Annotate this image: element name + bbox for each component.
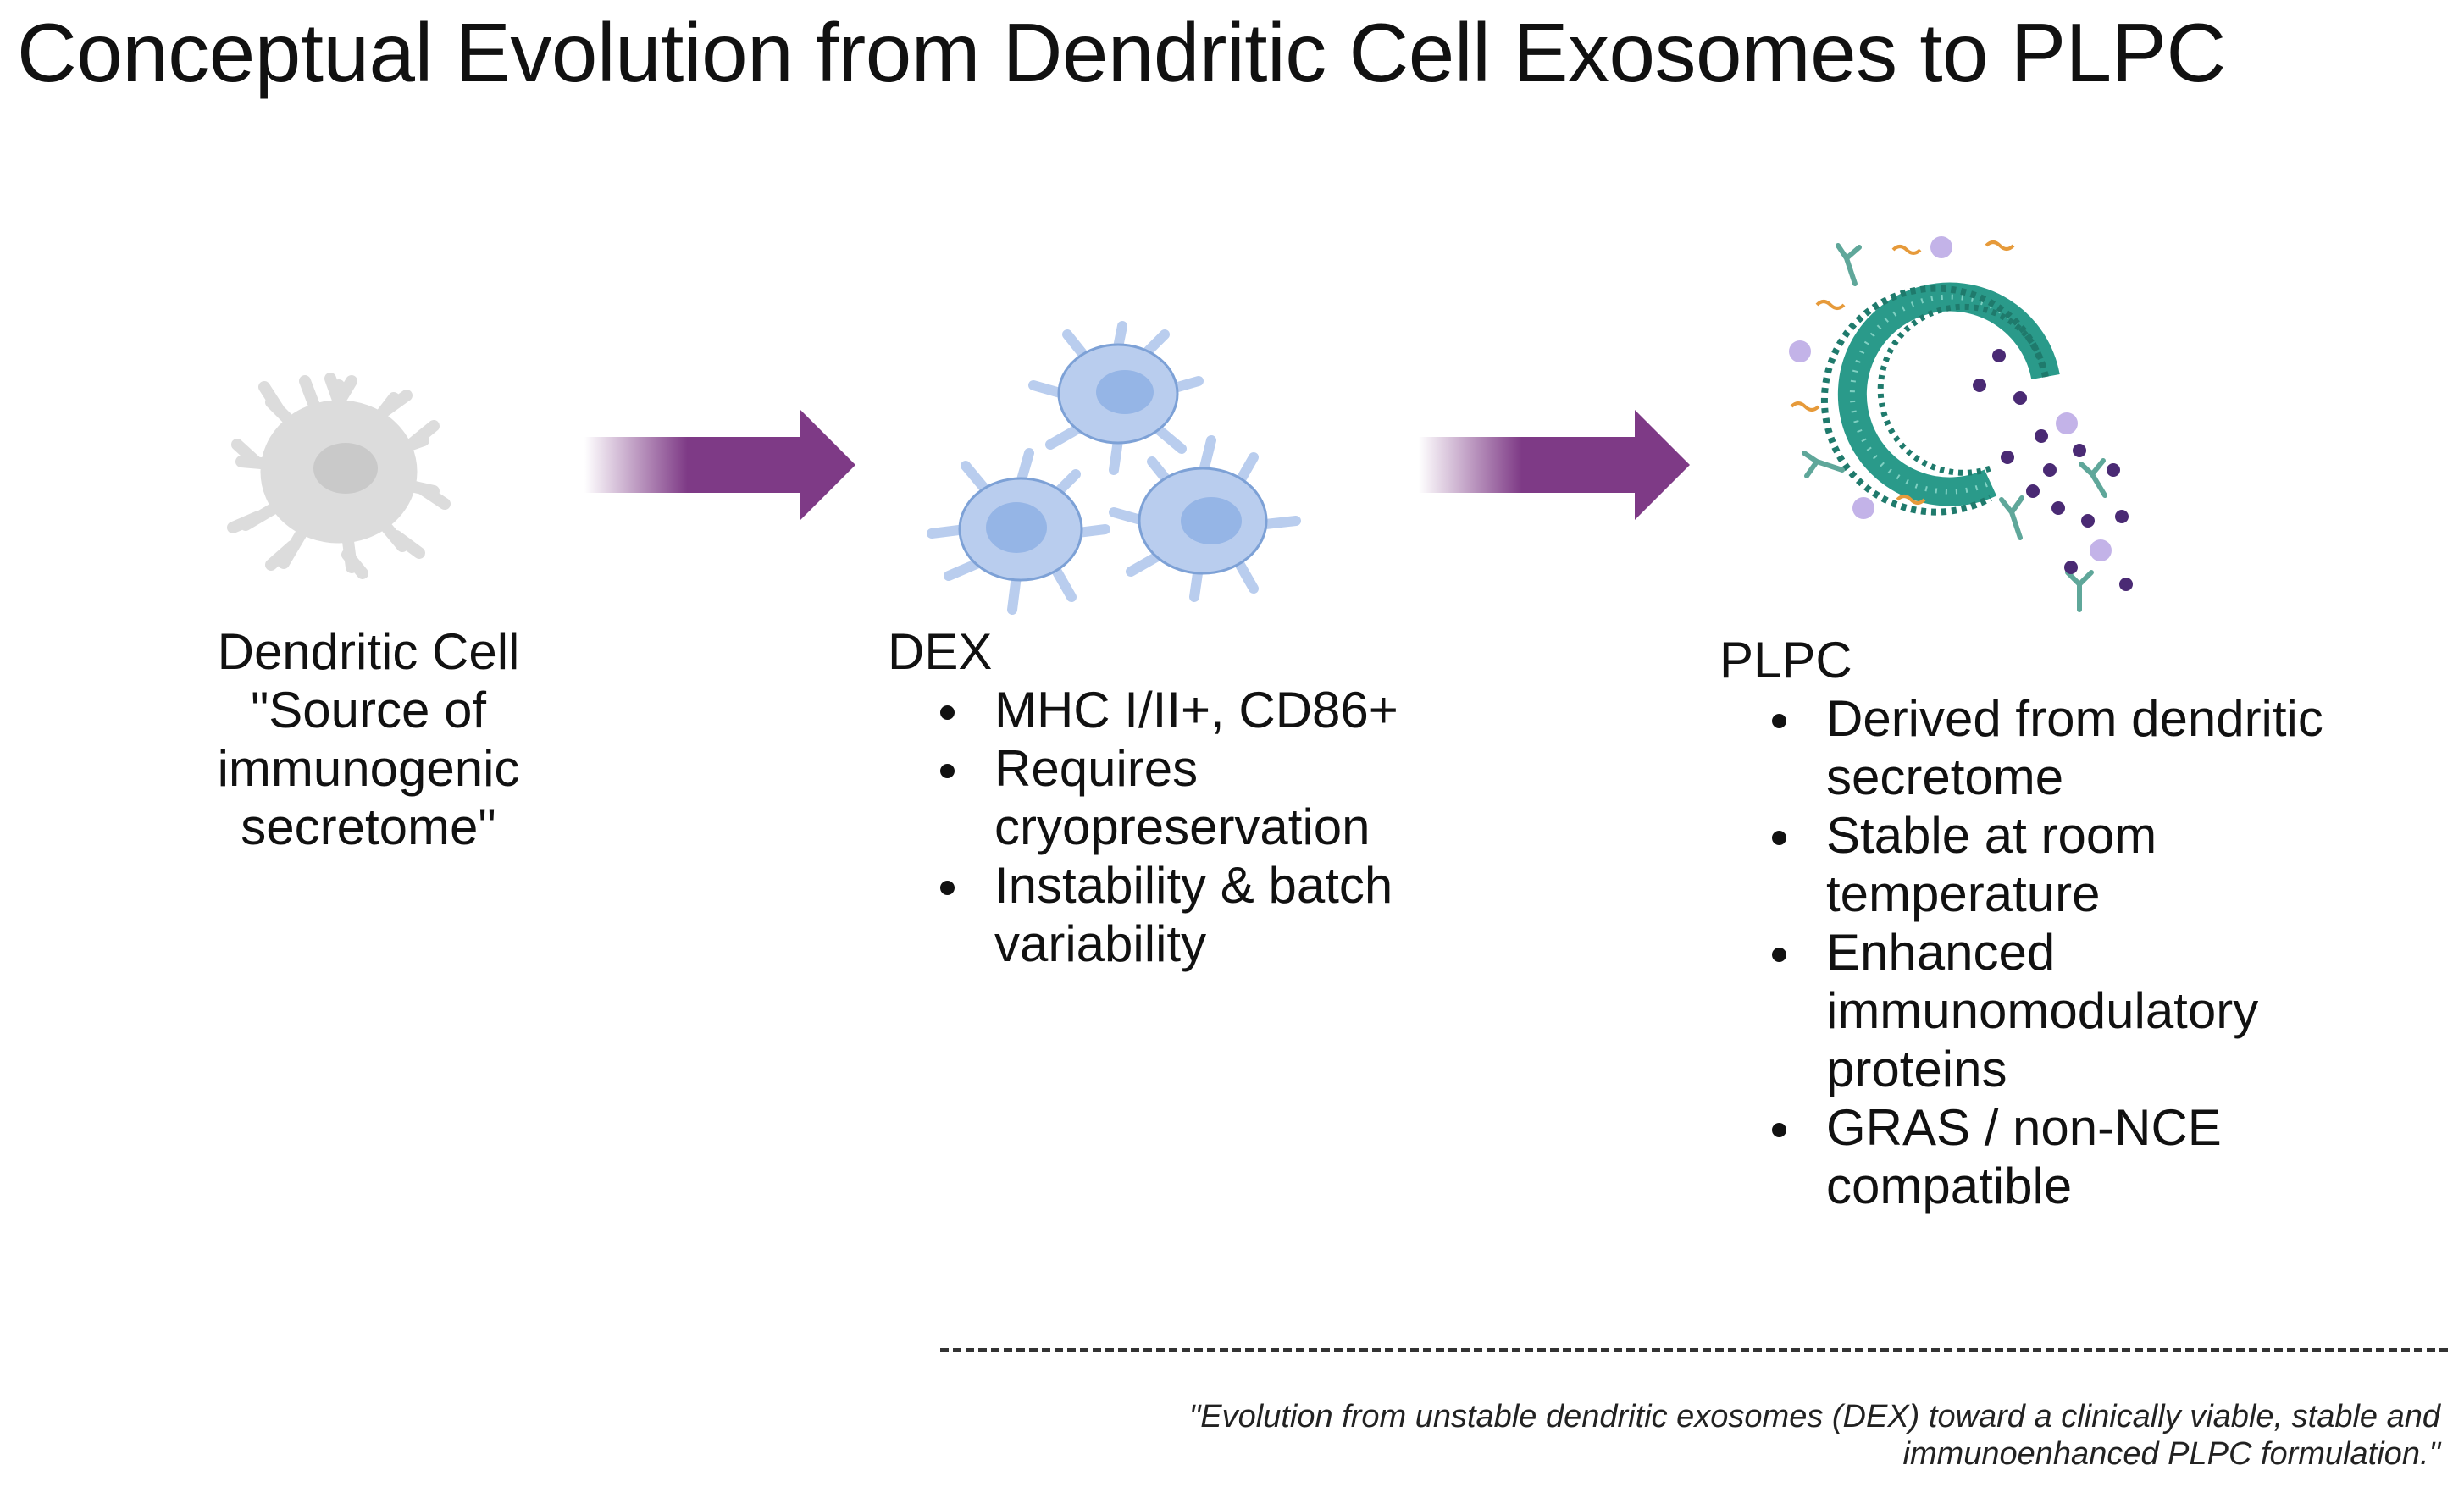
bullet-line: secretome [1826, 749, 2064, 805]
plpc-caption: PLPC Derived from dendritic secretome St… [1719, 631, 2439, 1215]
caption-line: immunogenic [217, 740, 520, 797]
dendritic-cell-caption: Dendritic Cell "Source of immunogenic se… [161, 622, 576, 856]
bullet-item: Requires cryopreservation [888, 739, 1481, 856]
figure-title: Conceptual Evolution from Dendritic Cell… [17, 6, 2226, 99]
bullet-item: MHC I/II+, CD86+ [888, 681, 1481, 739]
footnote-line: immunoenhanced PLPC formulation." [1902, 1436, 2441, 1472]
caption-line: "Source of [250, 682, 487, 738]
dendritic-cell-illustration [227, 373, 451, 579]
bullet-line: Instability & batch [994, 857, 1393, 914]
bullet-line: GRAS / non-NCE [1826, 1099, 2222, 1156]
dex-label: DEX [888, 623, 993, 680]
progression-arrow-2 [1419, 410, 1690, 520]
bullet-line: Enhanced [1826, 924, 2056, 981]
dex-exosome-cluster-illustration [927, 321, 1301, 615]
dex-bullet-list: MHC I/II+, CD86+ Requires cryopreservati… [888, 681, 1481, 973]
bullet-line: Requires [994, 740, 1199, 797]
bullet-item: GRAS / non-NCE compatible [1719, 1098, 2439, 1215]
bullet-line: cryopreservation [994, 799, 1370, 855]
footnote: "Evolution from unstable dendritic exoso… [1051, 1398, 2440, 1473]
bullet-line: Derived from dendritic [1826, 690, 2323, 747]
bullet-line: Stable at room [1826, 807, 2157, 864]
bullet-line: compatible [1826, 1158, 2073, 1214]
caption-line: secretome" [241, 799, 496, 855]
plpc-bullet-list: Derived from dendritic secretome Stable … [1719, 689, 2439, 1215]
footnote-line: "Evolution from unstable dendritic exoso… [1188, 1399, 2440, 1434]
dex-caption: DEX MHC I/II+, CD86+ Requires cryopreser… [888, 622, 1481, 973]
bullet-line: proteins [1826, 1041, 2007, 1097]
bullet-item: Derived from dendritic secretome [1719, 689, 2439, 806]
bullet-line: immunomodulatory [1826, 982, 2259, 1039]
bullet-item: Stable at room temperature [1719, 806, 2439, 923]
plpc-vesicle-illustration [1789, 236, 2133, 612]
bullet-line: MHC I/II+, CD86+ [994, 682, 1398, 738]
bullet-item: Instability & batch variability [888, 856, 1481, 973]
bullet-item: Enhanced immunomodulatory proteins [1719, 923, 2439, 1098]
bullet-line: variability [994, 915, 1207, 972]
dashed-divider [940, 1348, 2448, 1352]
progression-arrow-1 [584, 410, 855, 520]
plpc-label: PLPC [1719, 632, 1852, 688]
caption-line: Dendritic Cell [217, 623, 520, 680]
bullet-line: temperature [1826, 865, 2101, 922]
